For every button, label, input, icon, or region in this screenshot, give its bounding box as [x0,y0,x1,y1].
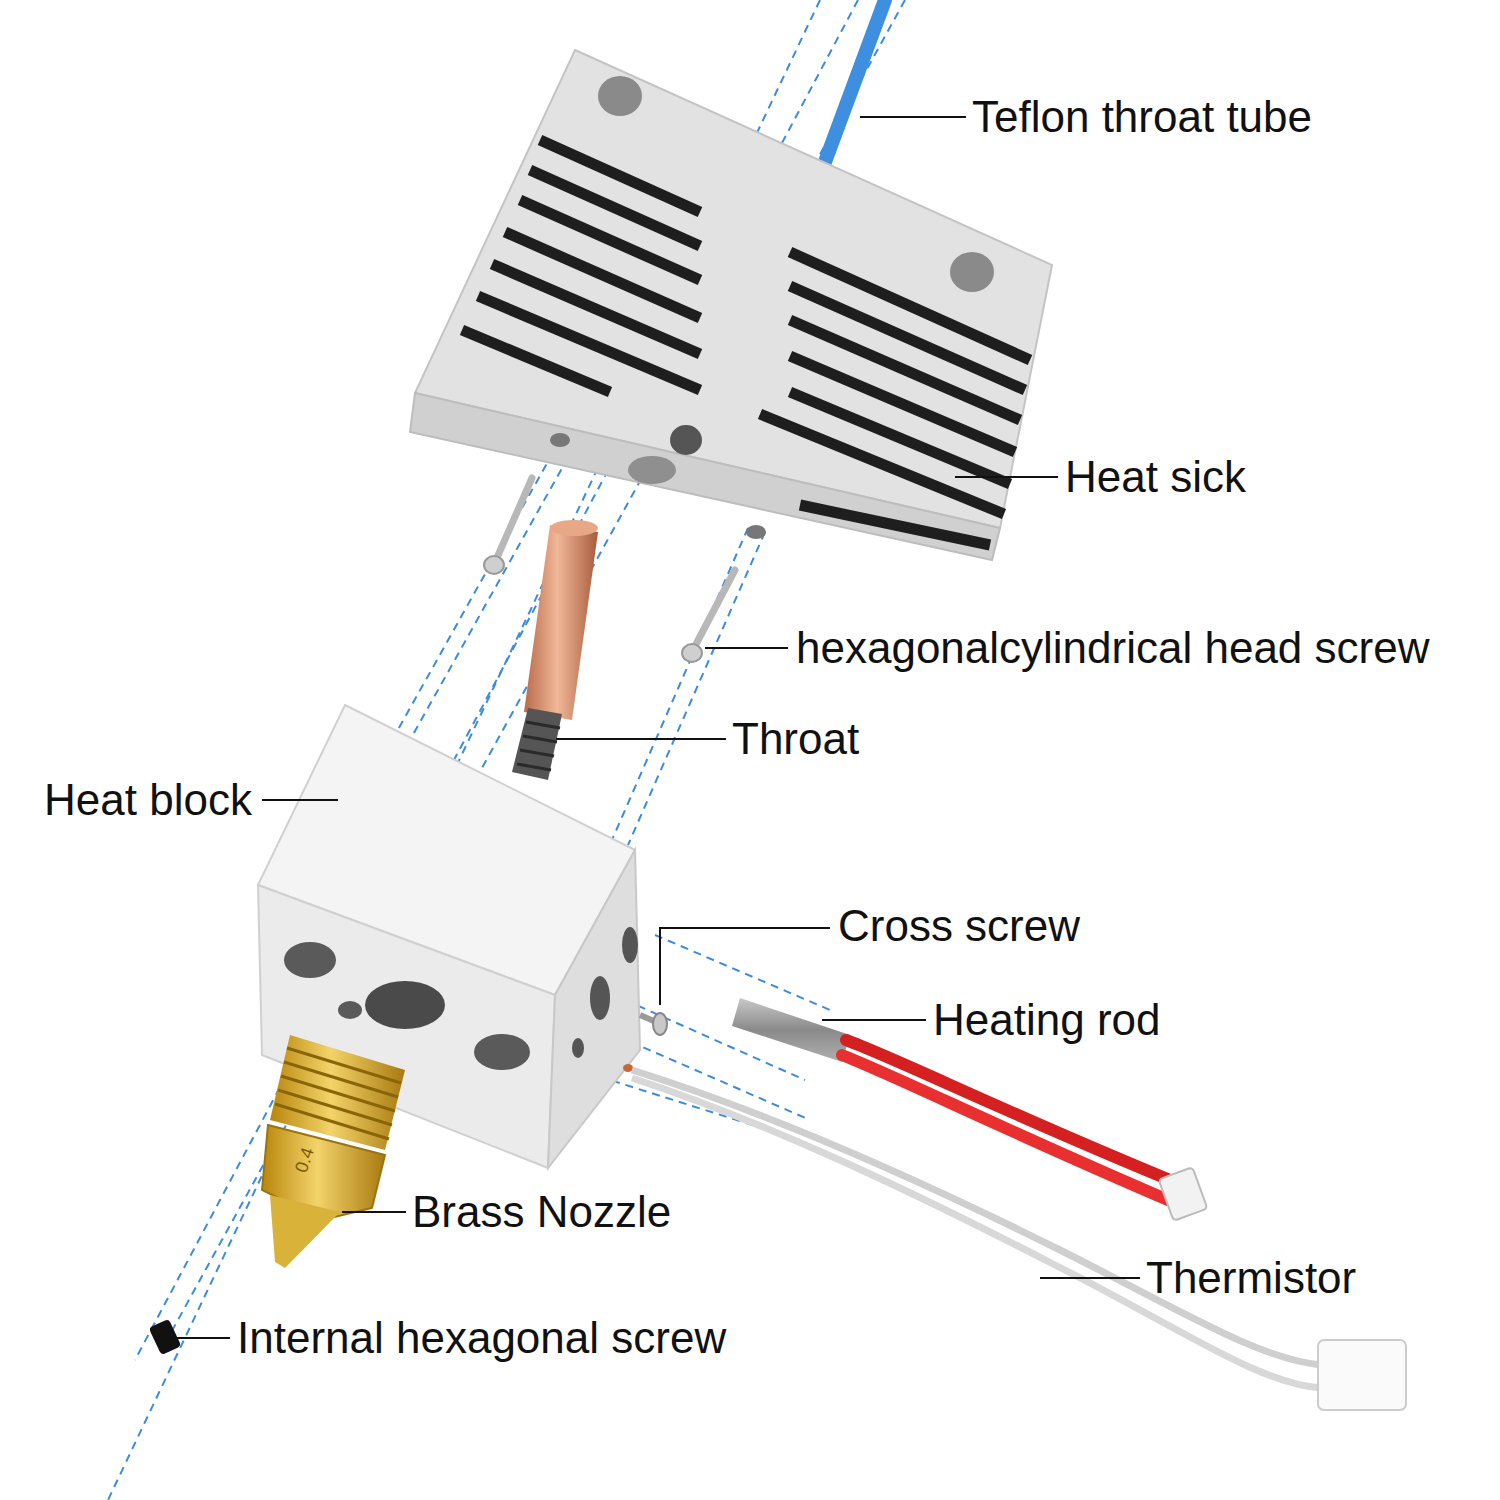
part-label: Brass Nozzle [412,1190,671,1234]
part-label: hexagonalcylindrical head screw [796,626,1429,670]
part-label: Internal hexagonal screw [237,1316,726,1360]
part-label: Throat [732,717,859,761]
part-label: Heat sick [1065,455,1246,499]
part-label: Cross screw [838,904,1080,948]
part-label: Heating rod [933,998,1160,1042]
part-label: Heat block [44,778,252,822]
part-label: Thermistor [1146,1256,1356,1300]
part-label: Teflon throat tube [972,95,1312,139]
